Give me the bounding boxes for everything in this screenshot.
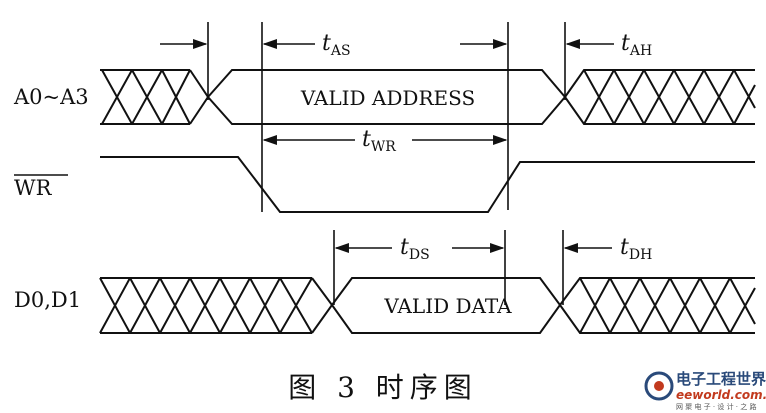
t-dh-label: tDH [620, 235, 652, 263]
watermark-title: 电子工程世界 [676, 370, 766, 388]
timing-reference-lines [207, 22, 566, 305]
figure-caption: 图 3 时序图 [288, 371, 478, 404]
watermark-url: eeworld.com.cn [676, 388, 766, 402]
valid-data-label: VALID DATA [383, 294, 512, 318]
watermark-slogan: 网 聚 电 子 · 设 计 · 之 路 [676, 402, 756, 411]
signal-label-address: A0~A3 [13, 85, 89, 109]
write-strobe-waveform [100, 156, 755, 213]
t-as-label: tAS [322, 31, 351, 59]
t-ah-label: tAH [621, 31, 652, 59]
valid-address-label: VALID ADDRESS [300, 86, 475, 110]
signal-label-data: D0,D1 [14, 288, 81, 312]
data-bus-waveform [99, 277, 756, 334]
t-ds-label: tDS [400, 235, 430, 263]
site-watermark: 电子工程世界 eeworld.com.cn 网 聚 电 子 · 设 计 · 之 … [644, 370, 766, 411]
site-logo-icon [644, 371, 674, 401]
signal-label-write: WR [14, 176, 53, 200]
t-wr-label: tWR [362, 127, 396, 155]
